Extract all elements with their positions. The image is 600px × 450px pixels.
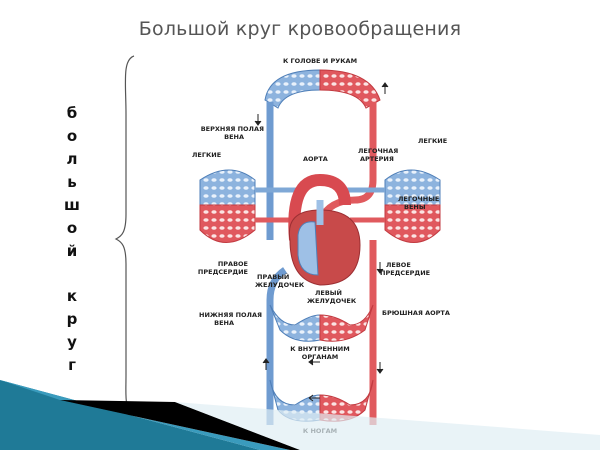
circulation-svg [199,69,441,425]
internal-organs-capillaries [269,304,374,342]
letter: ь [67,173,77,191]
circulation-diagram: К ГОЛОВЕ И РУКАМ ВЕРХНЯЯ ПОЛАЯ ВЕНА ЛЕГК… [170,40,470,440]
label-lungs-right: ЛЕГКИЕ [418,137,448,145]
label-right-atrium-2: ПРЕДСЕРДИЕ [197,268,248,276]
label-left-ventricle-1: ЛЕВЫЙ [315,289,342,297]
lungs-right [340,169,441,243]
label-pulmonary-veins-2: ВЕНЫ [404,203,426,211]
label-superior-vena-cava-2: ВЕНА [224,133,244,141]
lungs-left [199,169,300,243]
letter: б [66,104,78,122]
label-right-ventricle-2: ЖЕЛУДОЧЕК [255,281,305,289]
label-inferior-vena-cava-1: НИЖНЯЯ ПОЛАЯ [199,311,262,319]
aortic-arch [288,173,351,241]
curly-brace [114,55,135,413]
aorta-ascending [316,102,377,222]
vertical-label-bolshoy-krug: б о л ь ш о й к р у г [60,102,84,377]
label-inferior-vena-cava-2: ВЕНА [214,319,234,327]
label-internal-organs-2: ОРГАНАМ [301,353,339,361]
label-left-atrium-1: ЛЕВОЕ [386,261,411,269]
letter: у [67,333,77,351]
letter: ш [64,196,80,214]
label-pulmonary-artery-1: ЛЕГОЧНАЯ [358,147,399,155]
flow-arrows [254,82,389,402]
label-right-ventricle-1: ПРАВЫЙ [257,273,290,281]
label-abdominal-aorta: БРЮШНАЯ АОРТА [382,309,450,317]
label-superior-vena-cava-1: ВЕРХНЯЯ ПОЛАЯ [200,125,264,133]
head-arms-capillaries [264,69,381,109]
letter: о [66,219,78,237]
letter: л [66,150,78,168]
letter: о [66,127,78,145]
label-head-arms: К ГОЛОВЕ И РУКАМ [282,57,358,65]
letter: г [68,356,76,374]
label-pulmonary-veins-1: ЛЕГОЧНЫЕ [398,195,440,203]
slide-title: Большой круг кровообращения [138,18,462,40]
inferior-vena-cava [266,267,288,425]
footer-decoration [0,380,600,450]
label-right-atrium-1: ПРАВОЕ [217,260,248,268]
letter: р [66,310,78,328]
label-lungs-left: ЛЕГКИЕ [192,151,222,159]
letter: й [66,242,78,260]
heart [288,200,361,286]
label-aorta: АОРТА [303,155,328,163]
label-left-atrium-2: ПРЕДСЕРДИЕ [380,269,431,277]
label-left-ventricle-2: ЖЕЛУДОЧЕК [307,297,357,305]
label-pulmonary-artery-2: АРТЕРИЯ [360,155,394,163]
letter: к [66,287,78,305]
label-internal-organs-1: К ВНУТРЕННИМ [290,345,350,353]
